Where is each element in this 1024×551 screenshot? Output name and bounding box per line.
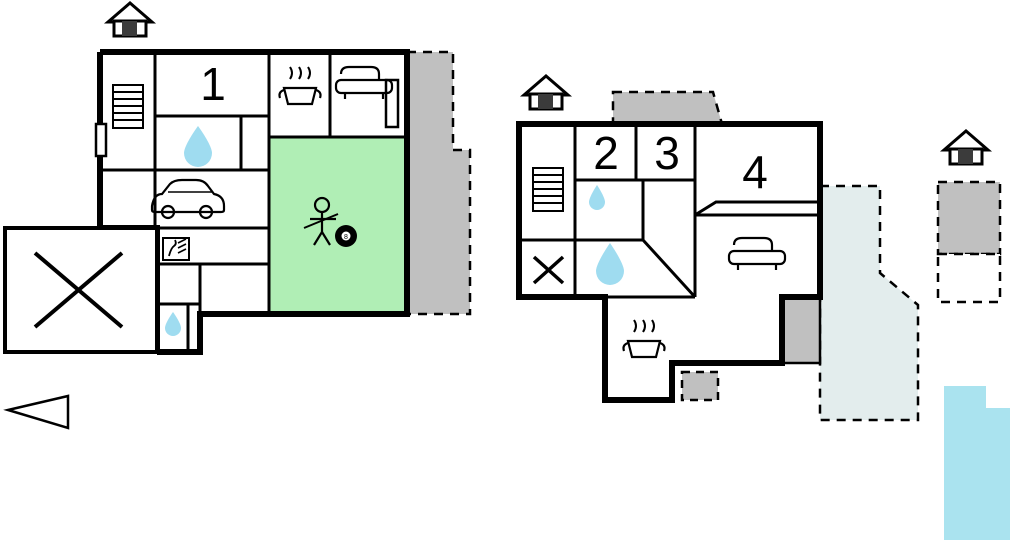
room-number-3: 3 bbox=[654, 127, 680, 179]
water-drop-icon-small bbox=[589, 185, 605, 210]
stairs-icon bbox=[112, 84, 144, 129]
sofa-icon bbox=[334, 65, 394, 99]
roof-house-icon bbox=[939, 129, 993, 166]
svg-text:8: 8 bbox=[344, 234, 348, 241]
annex-porch-top bbox=[611, 90, 724, 126]
main-house-terrace bbox=[405, 50, 472, 316]
room-number-2: 2 bbox=[593, 127, 619, 179]
stairs-icon bbox=[532, 167, 564, 212]
detached-shed bbox=[936, 180, 1002, 304]
pot-steam-icon bbox=[278, 66, 322, 106]
sofa-icon bbox=[727, 236, 787, 270]
sauna-icon bbox=[162, 237, 190, 261]
annex-internal-walls bbox=[519, 126, 820, 299]
water-drop-icon bbox=[184, 126, 212, 167]
room-number-1: 1 bbox=[200, 58, 226, 110]
roof-house-icon bbox=[103, 1, 157, 38]
activity-room-area bbox=[269, 137, 407, 314]
annex-terrace-gray-block-small bbox=[680, 370, 720, 402]
pool-area bbox=[944, 386, 1010, 540]
roof-house-icon bbox=[519, 74, 573, 111]
water-drop-icon-small bbox=[165, 312, 181, 336]
pot-steam-icon bbox=[622, 319, 666, 359]
main-house-internal-walls bbox=[102, 54, 407, 352]
window-left bbox=[94, 122, 108, 158]
water-drop-icon bbox=[596, 243, 624, 285]
room-number-4: 4 bbox=[742, 146, 768, 198]
carport-area bbox=[3, 226, 159, 354]
annex-terrace-light bbox=[818, 184, 920, 422]
cross-icon bbox=[532, 255, 565, 285]
car-icon bbox=[150, 178, 226, 220]
compass-north-arrow bbox=[3, 394, 70, 430]
billiards-player-icon: 8 bbox=[303, 196, 357, 247]
annex-terrace-gray-block bbox=[780, 295, 822, 365]
